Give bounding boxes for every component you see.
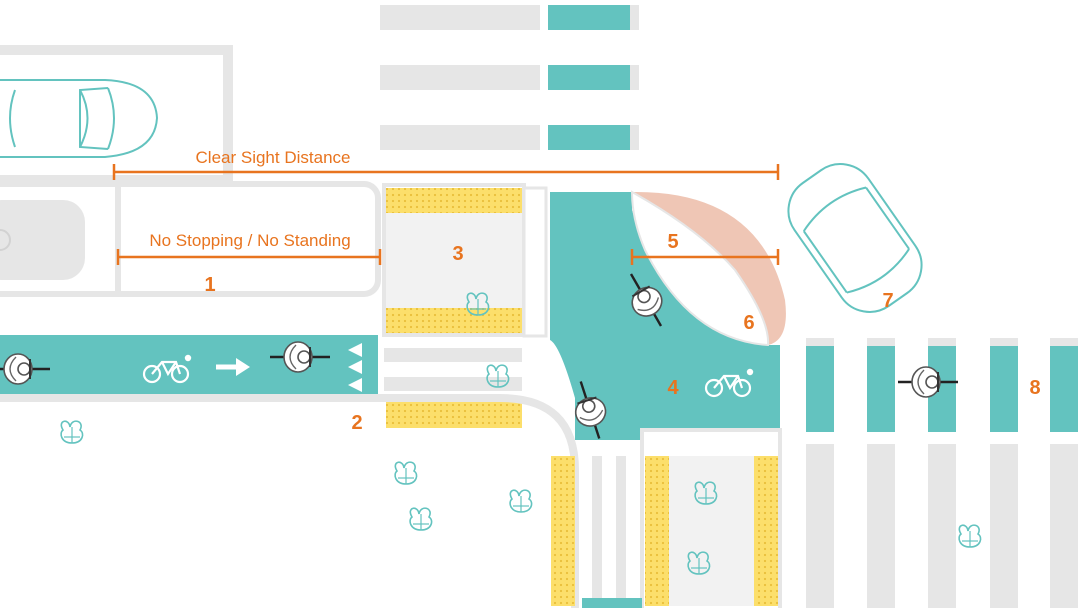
tactile-paving-icon (386, 308, 522, 333)
clear-sight-distance-label: Clear Sight Distance (196, 148, 351, 167)
clear-sight-distance-line (112, 164, 780, 180)
curb-corner (0, 394, 579, 608)
callout-4: 4 (667, 377, 679, 399)
bottom-refuge-island (551, 428, 782, 608)
callout-8: 8 (1029, 377, 1040, 399)
callout-2: 2 (351, 412, 362, 434)
corner-radius-line (630, 249, 780, 265)
corner-island (630, 190, 786, 347)
pedestrian-icon (958, 524, 982, 548)
car-icon (787, 163, 923, 313)
bike-lane (0, 335, 378, 398)
pedestrian-icon (394, 461, 418, 485)
tactile-paving-icon (754, 456, 778, 606)
top-crosswalk (380, 5, 639, 150)
callout-6: 6 (743, 312, 754, 334)
callout-3: 3 (452, 243, 463, 265)
direction-arrow-icon (216, 358, 250, 376)
tactile-paving-icon (386, 188, 522, 213)
refuge-island (382, 183, 548, 338)
curb-extension (0, 181, 381, 297)
protected-intersection-bike-zone (550, 192, 780, 445)
tactile-paving-icon (551, 456, 575, 606)
car-icon (0, 79, 159, 158)
tactile-paving-icon (386, 402, 522, 428)
callout-5: 5 (667, 231, 678, 253)
callout-7: 7 (882, 290, 893, 312)
right-crosswalk (806, 338, 1078, 608)
callout-1: 1 (204, 274, 215, 296)
bike-crossing-band (384, 348, 522, 428)
tactile-paving-icon (645, 456, 669, 606)
pedestrian-icon (509, 489, 533, 513)
pedestrian-icon (409, 507, 433, 531)
pedestrian-icon (60, 420, 84, 444)
no-stopping-label: No Stopping / No Standing (149, 231, 350, 250)
no-stopping-line (116, 249, 382, 265)
